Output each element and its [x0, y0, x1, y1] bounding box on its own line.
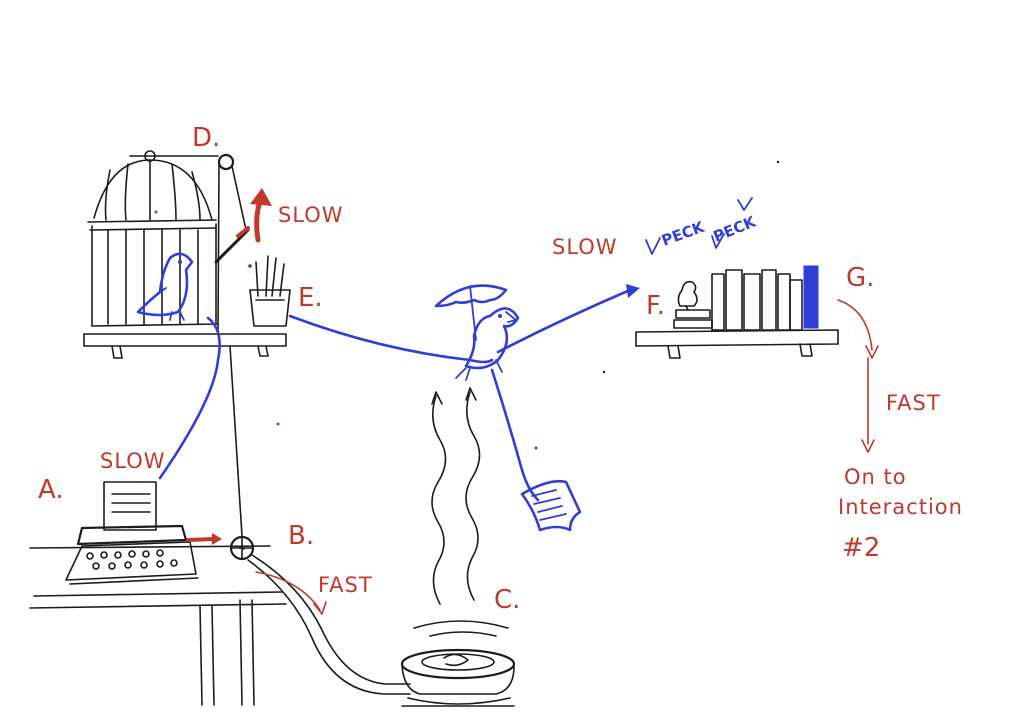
caged-bird-icon [136, 252, 194, 321]
pencil-cup [249, 255, 291, 327]
bird-figurine-icon [677, 280, 698, 311]
label-g: G. [846, 263, 874, 293]
hot-plate [400, 620, 516, 707]
label-a: A. [38, 475, 64, 505]
strings [158, 284, 640, 502]
peck-label-1: PECK [659, 217, 708, 249]
speed-slow-a: SLOW [100, 449, 166, 473]
speed-slow-d: SLOW [278, 203, 344, 227]
next-step-line-1: On to [844, 465, 907, 489]
next-step-line-2: Interaction [838, 495, 963, 519]
speed-fast-b: FAST [318, 573, 373, 597]
speed-slow-f: SLOW [552, 235, 618, 259]
cage-lever [214, 188, 272, 264]
ceiling-pulley [217, 153, 247, 537]
label-d: D. [192, 123, 220, 153]
peck-label-2: PECK [711, 212, 760, 246]
books [673, 265, 819, 331]
label-b: B. [288, 521, 314, 551]
parrot-icon [455, 307, 520, 381]
label-e: E. [298, 283, 323, 313]
speed-arrows [255, 299, 879, 615]
peck-arrows [645, 197, 753, 255]
birdcage [87, 150, 219, 327]
right-shelf [635, 329, 839, 359]
letter-note-icon [520, 479, 582, 532]
label-f: F. [646, 291, 665, 321]
hose [247, 554, 411, 695]
typewriter-icon [65, 481, 222, 585]
speed-fast-g: FAST [886, 391, 941, 415]
desk [29, 545, 287, 706]
label-c: C. [494, 585, 520, 615]
left-shelf [83, 333, 287, 359]
floor-pulley [229, 535, 255, 561]
next-step-line-3: #2 [842, 533, 880, 563]
heat-waves [431, 387, 481, 605]
stray-dots [154, 160, 780, 450]
